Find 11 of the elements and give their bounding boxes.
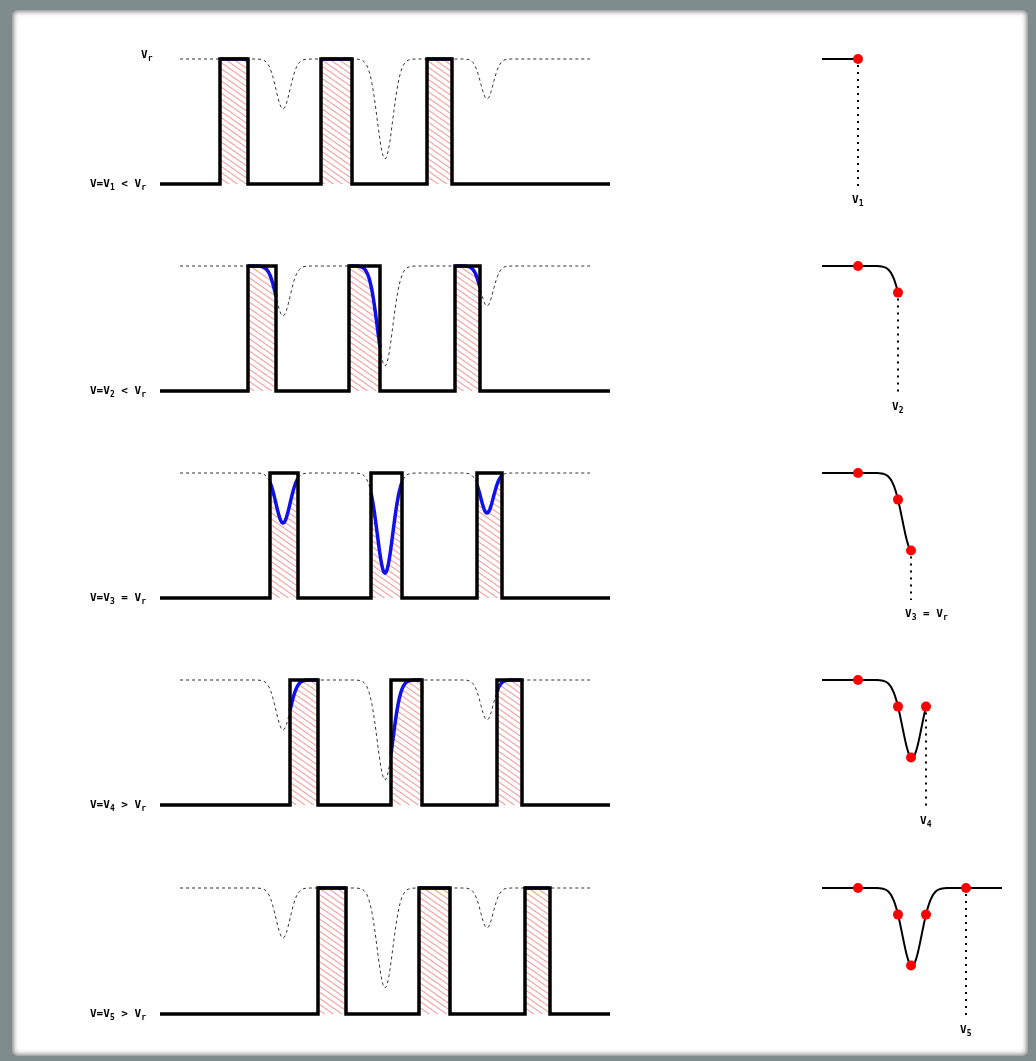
voltage-label: V$_{1}$ <box>852 194 864 211</box>
voltage-label: V=V$_{2}$ < V$_{r}$ <box>90 385 147 402</box>
voltage-label: V$_{5}$ <box>960 1024 972 1041</box>
voltage-label: V=V$_{1}$ < V$_{r}$ <box>90 178 147 195</box>
voltage-label: V$_{4}$ <box>920 815 932 832</box>
voltage-label: V=V$_{3}$ = V$_{r}$ <box>90 592 147 609</box>
voltage-label: V=V$_{5}$ > V$_{r}$ <box>90 1008 147 1025</box>
voltage-label: V$_{2}$ <box>892 401 904 418</box>
voltage-label: V=V$_{4}$ > V$_{r}$ <box>90 799 147 816</box>
voltage-label: V$_{r}$ <box>141 49 153 66</box>
voltage-label: V$_{3}$ = V$_{r}$ <box>905 608 948 625</box>
